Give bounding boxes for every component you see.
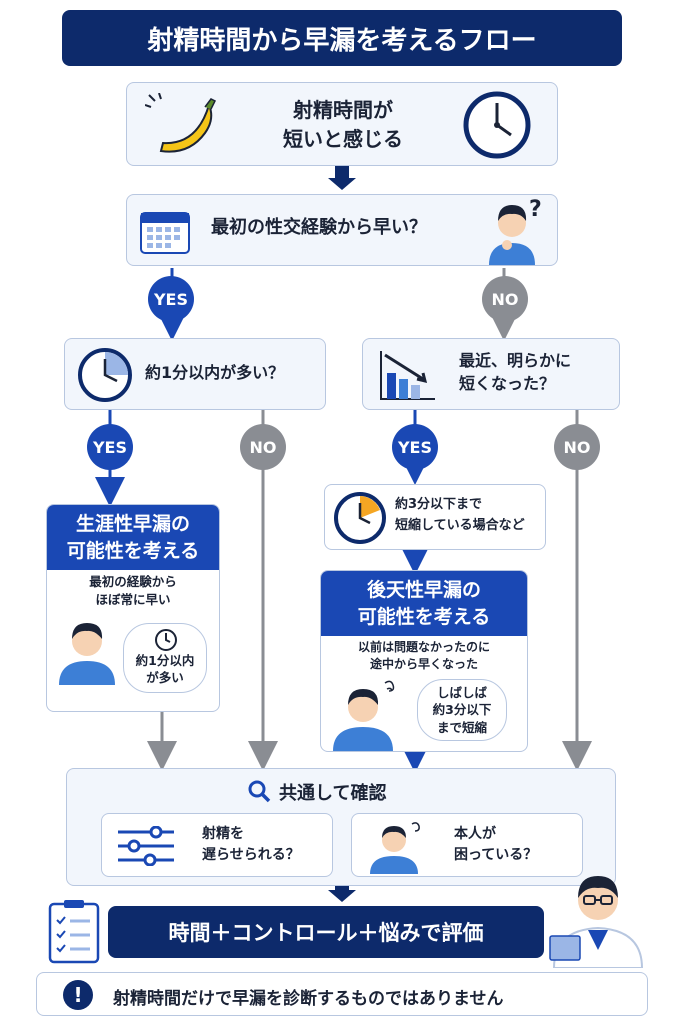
question-first-experience-text: 最初の性交経験から早い？ [211,217,427,238]
worried-man-icon [333,680,395,751]
common-item-delay: 射精を 遅らせられる？ [101,813,333,877]
lifelong-bubble-text: 約1分以内 が多い [135,652,195,686]
acquired-bubble: しばしば 約3分以下 まで短縮 [417,679,507,741]
three-minute-text: 約3分以下まで 短縮している場合など [395,497,525,533]
question-recently-shorter-text: 最近、明らかに 短くなった？ [459,351,572,394]
lifelong-title: 生涯性早漏の 可能性を考える [47,505,219,571]
common-title: 共通して確認 [279,783,387,804]
clock-quarter-icon [78,348,132,402]
start-box: 射精時間が 短いと感じる [126,82,558,166]
man-avatar-icon [59,623,115,685]
common-item-distress: 本人が 困っている？ [351,813,583,877]
branch-no-right: NO [554,424,600,470]
page-title: 射精時間から早漏を考えるフロー [62,10,622,66]
question-first-experience: 最初の性交経験から早い？ ? [126,194,558,266]
start-text: 射精時間が 短いと感じる [283,98,403,151]
thinking-man-icon [489,205,535,265]
banana-icon [145,93,217,153]
doctor-icon [549,876,644,968]
arrow-common-to-eval [335,884,349,892]
checklist-icon [48,900,100,964]
acquired-desc: 以前は問題なかったのに 途中から早くなった [357,640,490,672]
declining-chart-icon [380,351,435,400]
question-within-one-minute: 約1分以内が多い？ [64,338,326,410]
branch-yes-right: YES [392,424,438,470]
arrow-start-to-q1 [335,166,349,178]
question-recently-shorter: 最近、明らかに 短くなった？ [362,338,620,410]
branch-no-1: NO [482,276,528,322]
three-minute-box: 約3分以下まで 短縮している場合など [324,484,546,550]
disclaimer-note: ! 射精時間だけで早漏を診断するものではありません [36,972,648,1016]
sliders-icon [118,826,174,866]
calendar-icon [140,212,190,254]
common-check-section: 共通して確認 射精を 遅らせられる？ 本人が 困っている？ [66,768,616,886]
warning-icon: ! [63,980,93,1010]
common-item-distress-text: 本人が 困っている？ [454,826,538,863]
troubled-man-icon [370,822,420,874]
evaluate-bar: 時間＋コントロール＋悩みで評価 [108,906,544,958]
acquired-card: 後天性早漏の 可能性を考える 以前は問題なかったのに 途中から早くなった しばし… [320,570,528,752]
small-clock-icon [155,629,177,651]
question-within-one-minute-text: 約1分以内が多い？ [145,363,285,382]
disclaimer-text: 射精時間だけで早漏を診断するものではありません [113,989,504,1009]
clock-orange-icon [334,492,386,544]
lifelong-desc: 最初の経験から ほぼ常に早い [89,574,177,608]
branch-yes-left: YES [87,424,133,470]
search-icon [248,780,271,803]
lifelong-bubble: 約1分以内 が多い [123,623,207,693]
branch-no-left: NO [240,424,286,470]
question-mark: ? [529,197,542,222]
common-item-delay-text: 射精を 遅らせられる？ [202,826,300,863]
branch-yes-1: YES [148,276,194,322]
acquired-title: 後天性早漏の 可能性を考える [321,571,527,637]
clock-icon [463,91,531,159]
lifelong-card: 生涯性早漏の 可能性を考える 最初の経験から ほぼ常に早い 約1分以内 が多い [46,504,220,712]
